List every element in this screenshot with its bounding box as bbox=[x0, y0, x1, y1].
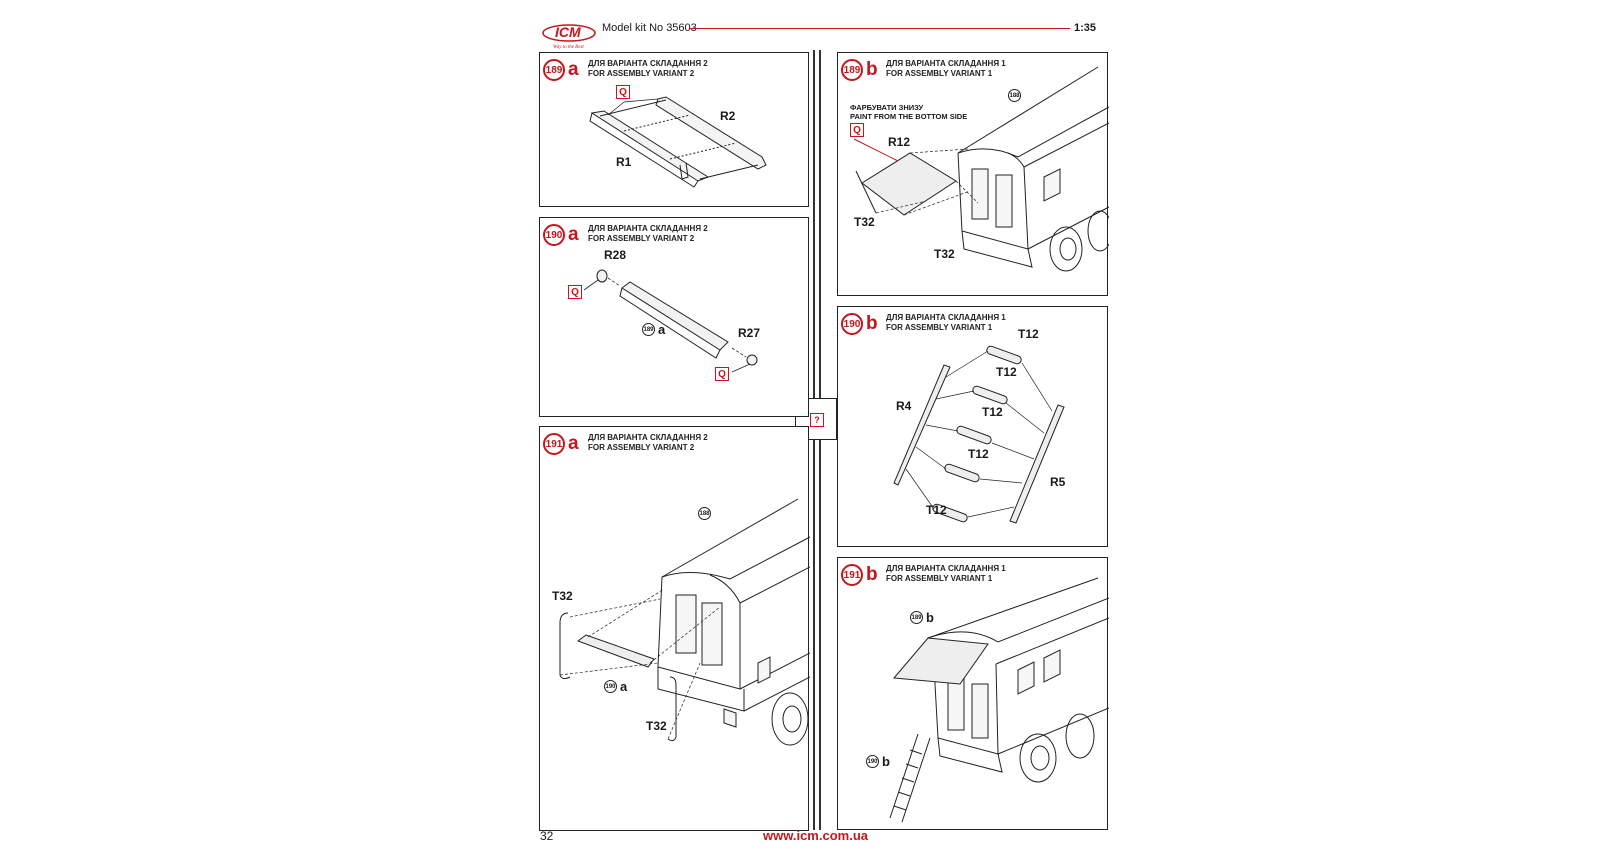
panel-189a: 189 a ДЛЯ ВАРІАНТА СКЛАДАННЯ 2 FOR ASSEM… bbox=[539, 52, 809, 207]
tube-diagram bbox=[583, 269, 758, 373]
variant-en: FOR ASSEMBLY VARIANT 2 bbox=[588, 69, 695, 78]
variant-text: ДЛЯ ВАРІАНТА СКЛАДАННЯ 1 FOR ASSEMBLY VA… bbox=[886, 59, 1006, 79]
step-number: 190 bbox=[543, 224, 565, 246]
part-label-t12: T12 bbox=[926, 503, 947, 517]
header-rule bbox=[690, 28, 1070, 29]
step-letter: b bbox=[866, 564, 878, 585]
variant-text: ДЛЯ ВАРІАНТА СКЛАДАННЯ 1 FOR ASSEMBLY VA… bbox=[886, 313, 1006, 333]
part-label-r1: R1 bbox=[616, 155, 632, 169]
paint-q-marker: Q bbox=[616, 85, 630, 99]
step-number: 190 bbox=[841, 313, 863, 335]
step-reference-188: 188 bbox=[698, 507, 711, 520]
step-letter: b bbox=[866, 313, 878, 334]
part-label-r5: R5 bbox=[1050, 475, 1066, 489]
part-label-t32: T32 bbox=[552, 589, 573, 603]
reference-number: 188 bbox=[698, 507, 711, 520]
step-number: 191 bbox=[543, 433, 565, 455]
page-number: 32 bbox=[540, 829, 554, 843]
variant-text: ДЛЯ ВАРІАНТА СКЛАДАННЯ 2 FOR ASSEMBLY VA… bbox=[588, 59, 708, 79]
variant-en: FOR ASSEMBLY VARIANT 1 bbox=[886, 323, 993, 332]
variant-ua: ДЛЯ ВАРІАНТА СКЛАДАННЯ 2 bbox=[588, 59, 708, 68]
part-label-r12: R12 bbox=[888, 135, 911, 149]
variant-ua: ДЛЯ ВАРІАНТА СКЛАДАННЯ 1 bbox=[886, 313, 1006, 322]
scale-label: 1:35 bbox=[1074, 22, 1097, 34]
variant-ua: ДЛЯ ВАРІАНТА СКЛАДАННЯ 2 bbox=[588, 224, 708, 233]
panel-191b: 191 b ДЛЯ ВАРІАНТА СКЛАДАННЯ 1 FOR ASSEM… bbox=[837, 557, 1109, 830]
part-label-r27: R27 bbox=[738, 326, 761, 340]
part-label-t32: T32 bbox=[934, 247, 955, 261]
part-label-t12: T12 bbox=[996, 365, 1017, 379]
part-label-t32: T32 bbox=[854, 215, 875, 229]
step-reference: 189 b bbox=[910, 610, 934, 625]
center-divider-right bbox=[819, 50, 821, 830]
reference-number: 189 bbox=[642, 323, 655, 336]
step-number: 189 bbox=[841, 59, 863, 81]
svg-text:ICM: ICM bbox=[555, 24, 581, 40]
paint-q-marker: Q bbox=[715, 367, 729, 381]
paint-en: PAINT FROM THE BOTTOM SIDE bbox=[850, 112, 968, 121]
ladder-diagram bbox=[893, 345, 1065, 524]
part-label-r4: R4 bbox=[896, 399, 912, 413]
step-reference: 190 b bbox=[866, 754, 890, 769]
reference-number: 190 bbox=[604, 680, 617, 693]
website-link[interactable]: www.icm.com.ua bbox=[763, 828, 868, 843]
part-label-r28: R28 bbox=[604, 248, 627, 262]
reference-letter: b bbox=[926, 610, 934, 625]
paint-q-marker: Q bbox=[568, 285, 582, 299]
icm-logo: ICM Way to the Best bbox=[541, 20, 597, 50]
rail-diagram bbox=[589, 96, 767, 188]
paint-ua: ФАРБУВАТИ ЗНИЗУ bbox=[850, 103, 924, 112]
reference-number: 188 bbox=[1008, 89, 1021, 102]
step-reference-188: 188 bbox=[1008, 89, 1021, 102]
panel-190b: 190 b ДЛЯ ВАРІАНТА СКЛАДАННЯ 1 FOR ASSEM… bbox=[837, 306, 1108, 547]
truck-rear-diagram bbox=[559, 498, 810, 746]
part-label-r2: R2 bbox=[720, 109, 736, 123]
variant-ua: ДЛЯ ВАРІАНТА СКЛАДАННЯ 1 bbox=[886, 59, 1006, 68]
variant-text: ДЛЯ ВАРІАНТА СКЛАДАННЯ 1 FOR ASSEMBLY VA… bbox=[886, 564, 1006, 584]
step-letter: a bbox=[568, 224, 579, 245]
variant-text: ДЛЯ ВАРІАНТА СКЛАДАННЯ 2 FOR ASSEMBLY VA… bbox=[588, 433, 708, 453]
variant-text: ДЛЯ ВАРІАНТА СКЛАДАННЯ 2 FOR ASSEMBLY VA… bbox=[588, 224, 708, 244]
panel-189b: 189 b ДЛЯ ВАРІАНТА СКЛАДАННЯ 1 FOR ASSEM… bbox=[837, 52, 1109, 296]
part-label-t12: T12 bbox=[1018, 327, 1039, 341]
panel-190a: 190 a ДЛЯ ВАРІАНТА СКЛАДАННЯ 2 FOR ASSEM… bbox=[539, 217, 809, 417]
reference-letter: a bbox=[658, 322, 666, 337]
step-number: 189 bbox=[543, 59, 565, 81]
reference-letter: a bbox=[620, 679, 628, 694]
part-label-t32: T32 bbox=[646, 719, 667, 733]
step-letter: a bbox=[568, 433, 579, 454]
step-number: 191 bbox=[841, 564, 863, 586]
step-reference: 189 a bbox=[642, 322, 665, 337]
step-letter: b bbox=[866, 59, 878, 80]
variant-en: FOR ASSEMBLY VARIANT 1 bbox=[886, 574, 993, 583]
variant-en: FOR ASSEMBLY VARIANT 2 bbox=[588, 234, 695, 243]
step-letter: a bbox=[568, 59, 579, 80]
variant-ua: ДЛЯ ВАРІАНТА СКЛАДАННЯ 1 bbox=[886, 564, 1006, 573]
part-label-t12: T12 bbox=[982, 405, 1003, 419]
variant-en: FOR ASSEMBLY VARIANT 2 bbox=[588, 443, 695, 452]
paint-instruction: ФАРБУВАТИ ЗНИЗУ PAINT FROM THE BOTTOM SI… bbox=[850, 103, 967, 121]
panel-191a: 191 a ДЛЯ ВАРІАНТА СКЛАДАННЯ 2 FOR ASSEM… bbox=[539, 426, 810, 831]
variant-en: FOR ASSEMBLY VARIANT 1 bbox=[886, 69, 993, 78]
step-reference: 190 a bbox=[604, 679, 627, 694]
kit-title: Model kit No 35603 bbox=[602, 22, 697, 34]
reference-number: 189 bbox=[910, 611, 923, 624]
svg-text:Way to the Best: Way to the Best bbox=[553, 45, 584, 50]
part-label-t12: T12 bbox=[968, 447, 989, 461]
paint-q-marker: Q bbox=[850, 123, 864, 137]
center-divider-left bbox=[813, 50, 815, 830]
variant-ua: ДЛЯ ВАРІАНТА СКЛАДАННЯ 2 bbox=[588, 433, 708, 442]
reference-number: 190 bbox=[866, 755, 879, 768]
truck-assembled-diagram bbox=[889, 577, 1109, 823]
unknown-step-label: ? bbox=[810, 413, 824, 427]
canopy-diagram bbox=[853, 66, 1109, 272]
reference-letter: b bbox=[882, 754, 890, 769]
